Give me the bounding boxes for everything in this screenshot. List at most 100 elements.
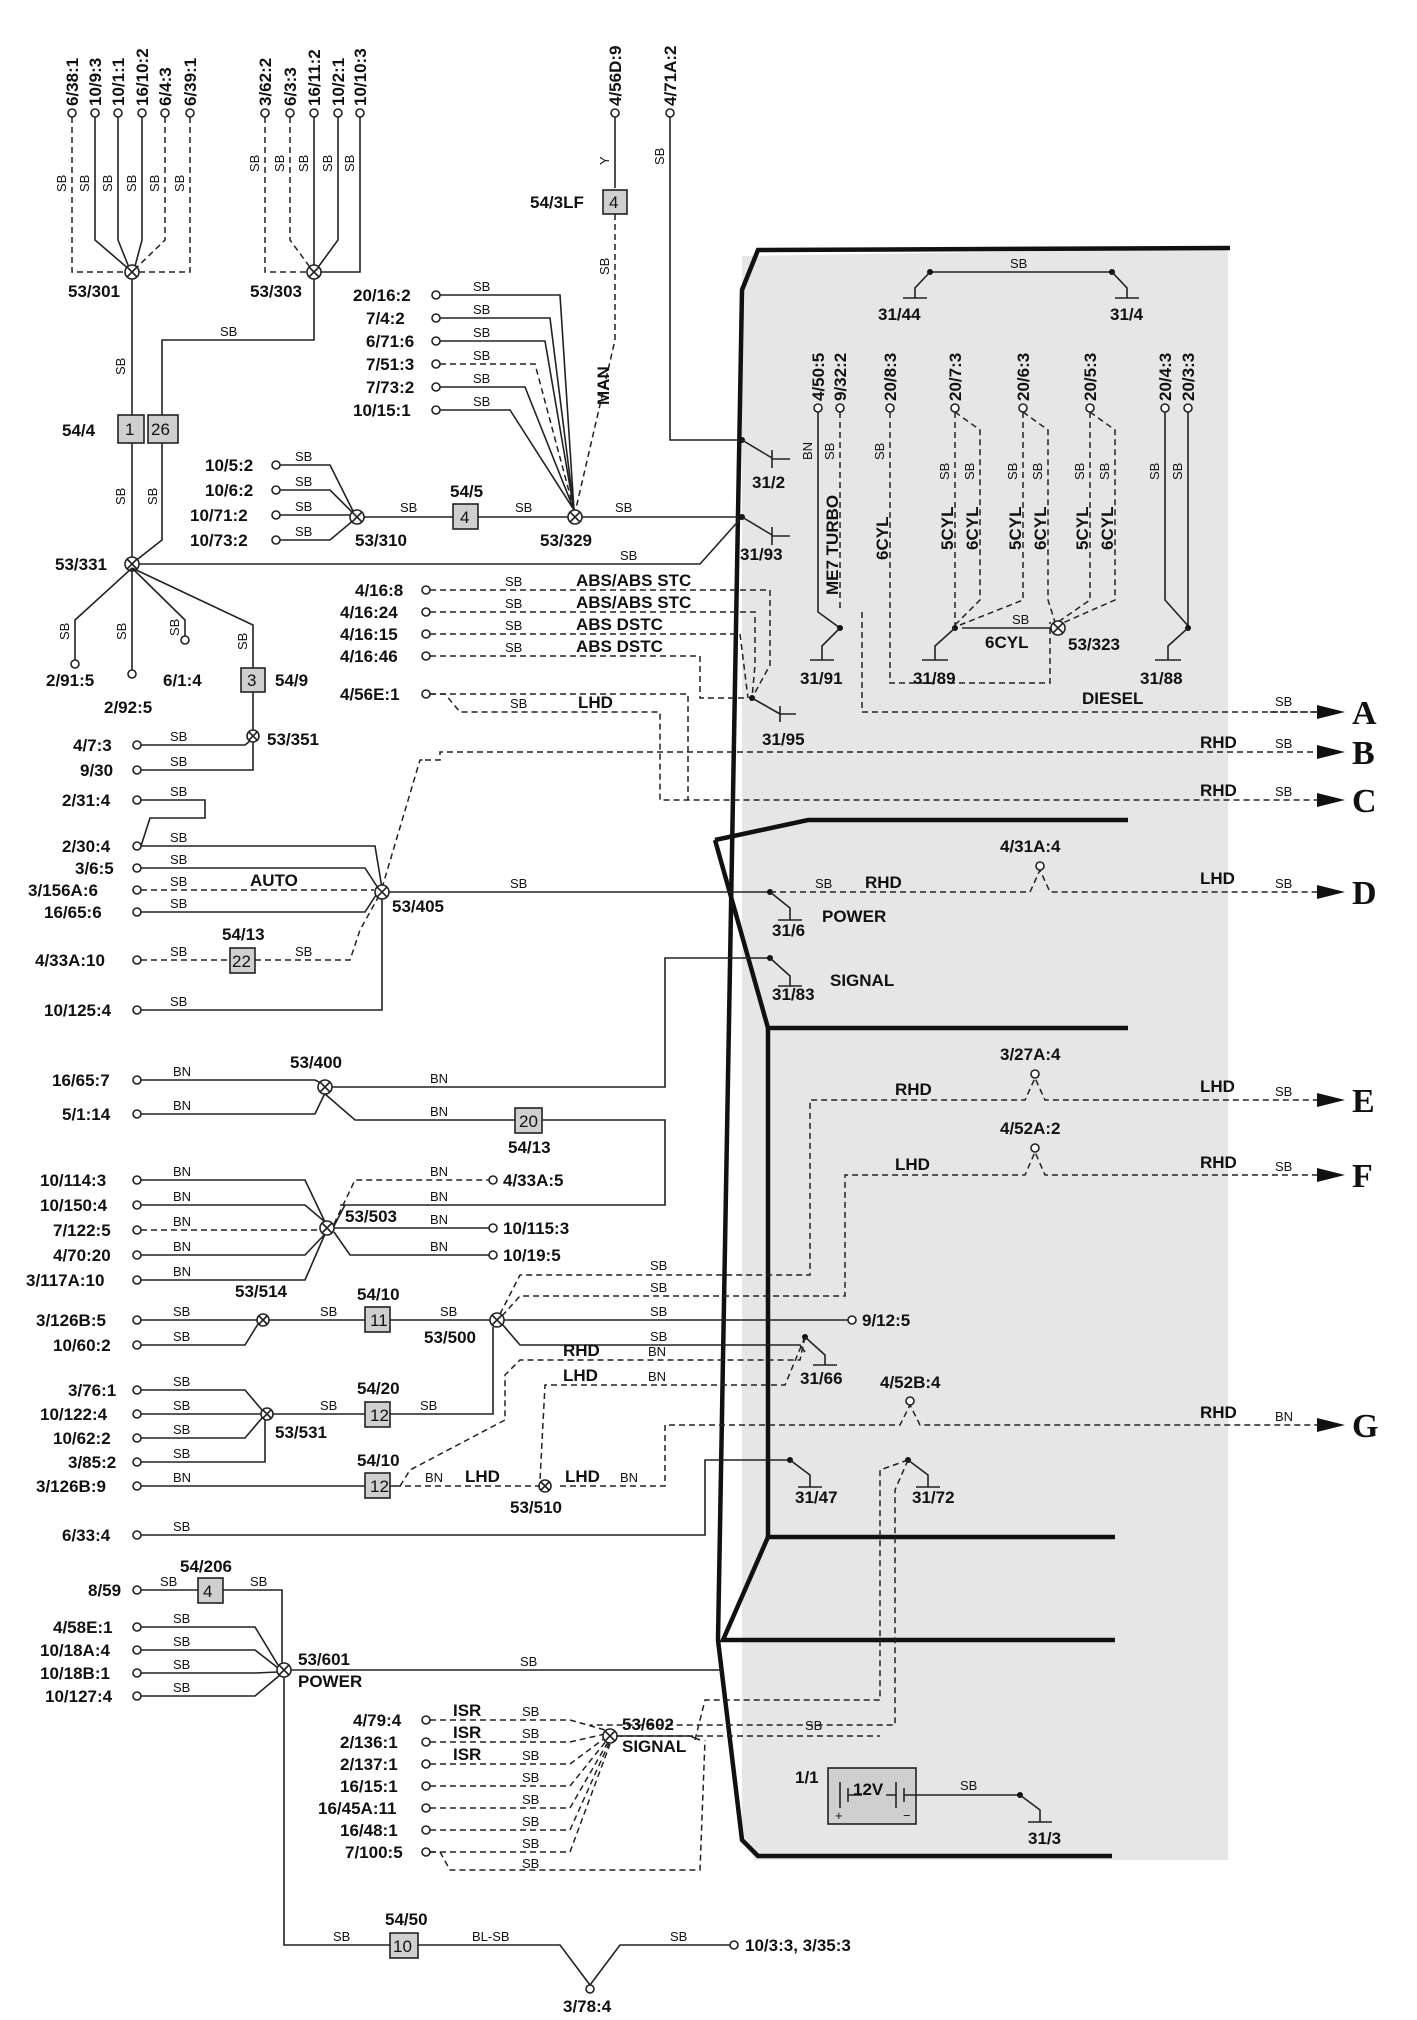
wire-color: SB xyxy=(173,1304,190,1319)
connector-label: 4/33A:10 xyxy=(35,951,105,970)
ground-label: 31/2 xyxy=(752,473,785,492)
wire-color: BN xyxy=(173,1214,191,1229)
annotation-lhd: LHD xyxy=(895,1155,930,1174)
output-arrow-g[interactable]: 4/52B:4 RHD BN G xyxy=(880,1373,1378,1445)
wire-color: SB xyxy=(937,463,952,480)
output-arrow-b[interactable]: SB RHD B xyxy=(425,733,1375,772)
connector-label: 10/10:3 xyxy=(351,48,370,106)
wire-color: SB xyxy=(515,500,532,515)
connector-label: 10/19:5 xyxy=(503,1246,561,1265)
annotation-6cyl: 6CYL xyxy=(1098,507,1117,550)
box-54-10 xyxy=(364,1306,391,1333)
wire-color: SB xyxy=(170,784,187,799)
box-number: 3 xyxy=(247,671,256,690)
connector-label: 4/31A:4 xyxy=(1000,837,1061,856)
splice-label: 53/301 xyxy=(68,282,120,301)
wire-color: SB xyxy=(473,302,490,317)
wire-color: BN xyxy=(430,1239,448,1254)
wire-color: BN xyxy=(430,1189,448,1204)
annotation-signal: SIGNAL xyxy=(622,1737,686,1756)
wire-color: BN xyxy=(430,1212,448,1227)
wire-color: SB xyxy=(295,449,312,464)
connector-label: 16/15:1 xyxy=(340,1777,398,1796)
svg-text:−: − xyxy=(903,1808,911,1823)
wire xyxy=(133,443,163,563)
wire-color: BN xyxy=(425,1470,443,1485)
wire-color: SB xyxy=(170,944,187,959)
annotation-lhd: LHD xyxy=(565,1467,600,1486)
output-arrow-f[interactable]: 4/52A:2 LHD RHD SB F xyxy=(895,1119,1373,1195)
wire-color: BN xyxy=(648,1369,666,1384)
wire-color: SB xyxy=(522,1704,539,1719)
annotation-lhd: LHD xyxy=(465,1467,500,1486)
wire-color: SB xyxy=(113,358,128,375)
connector-label: 7/73:2 xyxy=(366,378,414,397)
wire-color: SB xyxy=(962,463,977,480)
connector-group-53-310: 10/5:2 10/6:2 10/71:2 10/73:2 SB SB SB S… xyxy=(190,449,407,550)
arrow-label: A xyxy=(1352,695,1377,732)
wire-color: SB xyxy=(1275,876,1292,891)
connector-label: 7/122:5 xyxy=(53,1221,111,1240)
wire-color: BN xyxy=(620,1470,638,1485)
wire-color: BN xyxy=(173,1164,191,1179)
panel-divider-1 xyxy=(714,817,1128,843)
connector-label: 4/16:24 xyxy=(340,603,398,622)
connector-label: 10/3:3, 3/35:3 xyxy=(745,1936,851,1955)
abs-connectors: 4/16:8 4/16:24 4/16:15 4/16:46 SB SB SB … xyxy=(340,571,805,749)
connector-label: 4/71A:2 xyxy=(661,46,680,106)
connector-label: 4/50:5 xyxy=(809,353,828,401)
connector-label: 10/73:2 xyxy=(190,531,248,550)
wire-color: BL-SB xyxy=(472,1929,510,1944)
panel-divider-4 xyxy=(719,1536,1115,1643)
connector-group-bottom: SB 10 54/50 BL-SB SB 3/78:4 10/3:3, 3/35… xyxy=(333,1910,851,2016)
connector-label: 20/8:3 xyxy=(881,353,900,401)
arrow-label: E xyxy=(1352,1083,1375,1120)
connector-4-56D-9: 4/56D:9 Y 4 54/3LF SB MAN xyxy=(530,46,628,518)
output-arrow-e[interactable]: 3/27A:4 RHD LHD SB E xyxy=(895,1045,1375,1120)
wire-color: SB xyxy=(505,596,522,611)
annotation-rhd: RHD xyxy=(895,1080,932,1099)
box-54-4: 1 26 54/4 xyxy=(62,414,179,444)
wire-color: SB xyxy=(473,279,490,294)
splice-label: 53/331 xyxy=(55,555,107,574)
connector-label: 6/1:4 xyxy=(163,671,202,690)
splice-label: 53/531 xyxy=(275,1423,327,1442)
wire-color: SB xyxy=(597,258,612,275)
connector-label: 4/52B:4 xyxy=(880,1373,941,1392)
wire-color: SB xyxy=(167,619,182,636)
annotation-isr: ISR xyxy=(453,1723,481,1742)
wire-color: BN xyxy=(173,1098,191,1113)
output-arrow-c[interactable]: SB RHD C xyxy=(1200,781,1377,820)
wire-color: SB xyxy=(342,155,357,172)
wire-color: SB xyxy=(220,324,237,339)
connector-label: 10/114:3 xyxy=(40,1171,106,1190)
annotation-lhd: LHD xyxy=(1200,1077,1235,1096)
wire-color: SB xyxy=(145,488,160,505)
output-arrow-a[interactable]: SB A xyxy=(1270,694,1377,732)
output-arrow-d[interactable]: 4/31A:4 SB RHD LHD SB D xyxy=(770,837,1377,912)
ground-label: 31/89 xyxy=(913,669,956,688)
wire-color: SB xyxy=(1072,463,1087,480)
wire-color: SB xyxy=(473,325,490,340)
wire-color: SB xyxy=(320,1304,337,1319)
splice-53-323 xyxy=(1050,620,1066,636)
annotation-me7-turbo: ME7 TURBO xyxy=(823,495,842,595)
connector-group-53-500: 3/126B:5 10/60:2 SB SB 53/514 SB 11 54/1… xyxy=(36,1076,1317,1355)
wire-color: SB xyxy=(440,1304,457,1319)
splice-label: 53/351 xyxy=(267,730,319,749)
ground-label: 31/91 xyxy=(800,669,843,688)
wire-color: SB xyxy=(170,852,187,867)
wire-color: SB xyxy=(522,1748,539,1763)
connector-group-53-531: 3/76:1 10/122:4 10/62:2 3/85:2 SB SB SB … xyxy=(40,1327,494,1472)
connector-group-53-405: 2/31:4 2/30:4 3/6:5 3/156A:6 16/65:6 4/3… xyxy=(28,759,444,1020)
connector-label: 3/6:5 xyxy=(75,859,114,878)
ground-label: 31/6 xyxy=(772,921,805,940)
connector-label: 6/4:3 xyxy=(156,67,175,106)
annotation-5cyl: 5CYL xyxy=(938,507,957,550)
wire-color: SB xyxy=(173,1422,190,1437)
connector-label: 16/45A:11 xyxy=(318,1799,396,1818)
box-number: 22 xyxy=(232,952,251,971)
wire-color: SB xyxy=(295,474,312,489)
wire-color: SB xyxy=(172,175,187,192)
annotation-abs: ABS DSTC xyxy=(576,637,663,656)
